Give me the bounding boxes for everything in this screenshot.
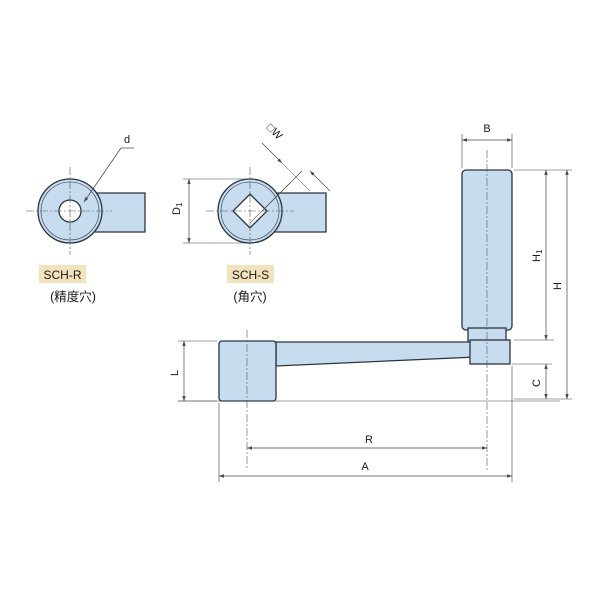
dim-d1-label: D1 [171, 202, 184, 215]
sch-r-code: SCH-R [44, 268, 82, 282]
dim-l-label: L [169, 370, 181, 376]
crank-arm [275, 341, 477, 367]
square-bore-view: D1 □W SCH-S (角穴) [171, 122, 331, 304]
dim-w-label: □W [264, 122, 285, 143]
sch-r-badge [39, 265, 86, 283]
round-bore-view: d SCH-R (精度穴) [26, 134, 146, 304]
dim-b-label: B [483, 123, 490, 135]
dim-h-label: H [552, 282, 564, 290]
sch-s-badge [227, 265, 274, 283]
main-side-view: B H1 H C L R A [169, 123, 572, 482]
round-view-arm [92, 192, 146, 233]
dim-h1-label: H1 [531, 249, 544, 262]
dim-c-label: C [531, 379, 543, 387]
sch-s-caption: (角穴) [233, 289, 266, 304]
grip-collar [469, 339, 511, 365]
square-view-arm [272, 192, 327, 233]
dim-d-label: d [124, 134, 130, 146]
dim-r-label: R [365, 434, 373, 446]
dim-a-label: A [361, 461, 369, 473]
sch-s-code: SCH-S [232, 268, 269, 282]
crank-hub [218, 340, 277, 402]
sch-r-caption: (精度穴) [50, 289, 96, 304]
